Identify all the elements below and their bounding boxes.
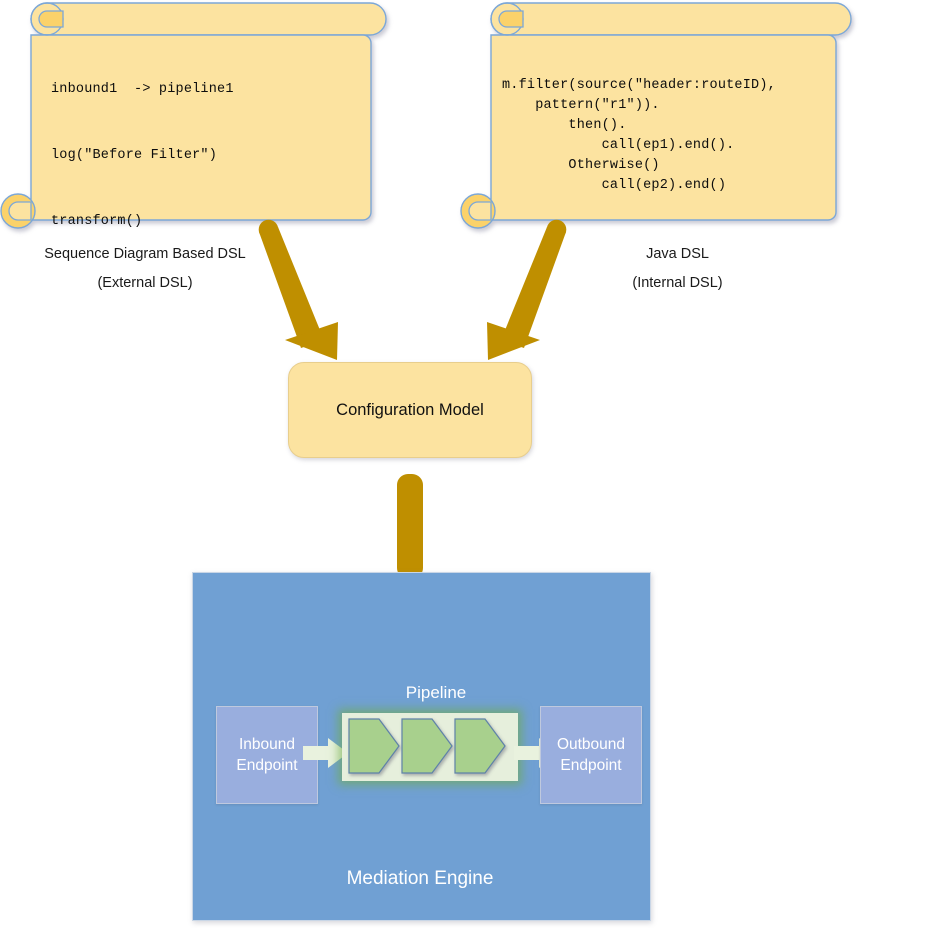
external-dsl-code: inbound1 -> pipeline1 log("Before Filter… [51, 82, 234, 229]
pipeline-mediator-chevrons[interactable] [348, 718, 514, 776]
external-dsl-caption-line2: (External DSL) [97, 275, 193, 291]
inbound-endpoint-label-line2: Endpoint [236, 757, 298, 774]
arrow-inbound-to-pipeline-icon [303, 738, 348, 768]
external-dsl-caption-line1: Sequence Diagram Based DSL [44, 246, 246, 262]
arrow-internal-dsl-to-config-model [487, 219, 567, 360]
outbound-endpoint-label-line1: Outbound [556, 736, 626, 753]
mediator-chevron-1 [348, 718, 400, 774]
inbound-endpoint-box[interactable]: Inbound Endpoint [216, 706, 318, 804]
internal-dsl-caption-line2: (Internal DSL) [632, 275, 723, 291]
inbound-endpoint-label-line1: Inbound [238, 736, 296, 753]
pipeline-label: Pipeline [405, 683, 467, 702]
internal-dsl-caption-line1: Java DSL [646, 246, 709, 262]
external-dsl-scroll-shape [0, 2, 387, 229]
internal-dsl-scroll-shape [460, 2, 852, 229]
outbound-endpoint-label-line2: Endpoint [560, 757, 622, 774]
configuration-model-label: Configuration Model [336, 400, 484, 419]
configuration-model-box[interactable]: Configuration Model [288, 362, 532, 458]
internal-dsl-code: m.filter(source("header:routeID), patter… [502, 78, 776, 193]
mediator-chevron-3 [454, 718, 506, 774]
mediator-chevron-2 [401, 718, 453, 774]
mediation-engine-label: Mediation Engine [346, 868, 494, 889]
arrow-external-dsl-to-config-model [258, 219, 338, 360]
outbound-endpoint-box[interactable]: Outbound Endpoint [540, 706, 642, 804]
